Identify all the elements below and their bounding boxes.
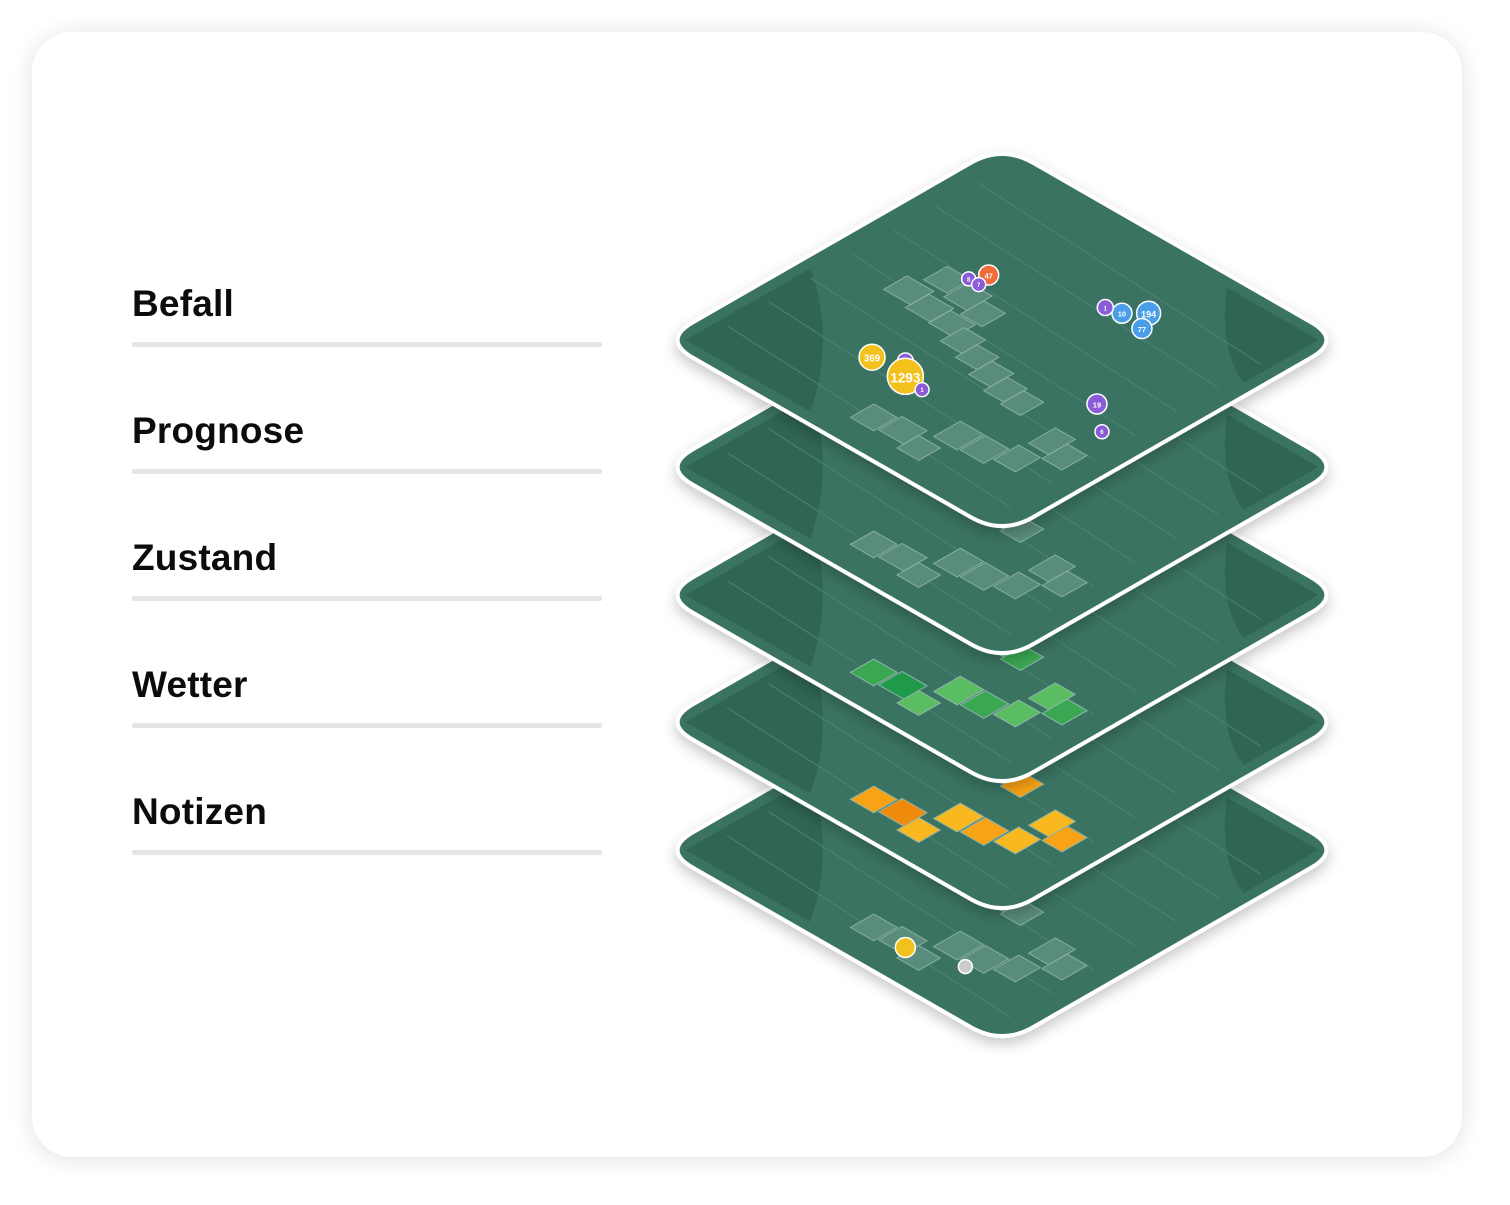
marker-dot [1111, 302, 1133, 324]
terrain-shade [685, 523, 823, 667]
marker-count: 1 [920, 388, 924, 394]
field-parcel[interactable] [849, 785, 899, 814]
road-line [810, 277, 1094, 460]
marker-count: 1 [1104, 306, 1108, 312]
marker-count: 19 [1093, 401, 1101, 410]
infestation-marker[interactable]: 1 [914, 381, 930, 398]
infestation-marker[interactable]: 7 [970, 276, 987, 293]
field-parcel[interactable] [959, 561, 1010, 591]
field-parcel[interactable] [849, 913, 899, 942]
terrain-shade [1224, 287, 1319, 383]
marker-dot [858, 343, 886, 371]
note-pin-icon[interactable] [957, 958, 974, 975]
terrain-shade [1224, 414, 1319, 510]
note-pin-icon[interactable] [894, 936, 917, 959]
field-parcel[interactable] [1040, 570, 1088, 598]
field-parcel[interactable] [932, 675, 985, 706]
field-parcel[interactable] [1040, 825, 1088, 853]
infestation-marker[interactable]: 77 [1131, 317, 1153, 340]
marker-dot [970, 276, 987, 293]
field-parcel[interactable] [992, 444, 1042, 473]
field-parcel[interactable] [1040, 953, 1088, 981]
infestation-marker[interactable]: 1293 [886, 357, 925, 396]
marker-dot [1086, 393, 1108, 415]
layer-label-wetter: Wetter [132, 664, 248, 705]
marker-count: 1293 [890, 371, 921, 386]
layer-item-prognose[interactable]: Prognose [132, 402, 602, 529]
marker-count: 6 [1100, 430, 1104, 436]
layer-item-zustand[interactable]: Zustand [132, 529, 602, 656]
marker-count: 194 [1141, 309, 1156, 319]
layer-label-notizen: Notizen [132, 791, 268, 832]
infestation-marker[interactable]: 6 [1094, 423, 1110, 440]
road-line [976, 181, 1261, 365]
marker-count: 77 [1138, 325, 1146, 334]
marker-count: 47 [985, 272, 993, 281]
terrain-shade [1224, 542, 1319, 638]
divider [132, 850, 602, 855]
field-parcel[interactable] [959, 816, 1010, 846]
infestation-marker[interactable]: 10 [1111, 302, 1133, 324]
terrain-shade [685, 650, 823, 794]
field-parcel[interactable] [896, 434, 942, 461]
field-parcel[interactable] [992, 571, 1042, 600]
marker-count: 7 [977, 283, 981, 289]
field-parcel[interactable] [999, 390, 1045, 417]
field-parcel[interactable] [849, 658, 899, 687]
marker-dot [886, 357, 925, 396]
marker-dot [914, 381, 930, 398]
marker-dot [1096, 298, 1115, 317]
layer-label-befall: Befall [132, 283, 234, 324]
field-parcel[interactable] [992, 954, 1042, 983]
field-parcel[interactable] [896, 689, 942, 716]
field-parcel[interactable] [1040, 443, 1088, 471]
terrain-shade [685, 268, 823, 412]
field-parcel[interactable] [849, 530, 899, 559]
field-parcel[interactable] [959, 689, 1010, 719]
layer-item-befall[interactable]: Befall [132, 275, 602, 402]
map-layer-befall: 194107714787192129336916 [675, 152, 1329, 528]
divider [132, 596, 602, 601]
field-parcel[interactable] [849, 403, 899, 432]
terrain-shade [685, 395, 823, 539]
field-parcel[interactable] [932, 420, 985, 451]
marker-count: 10 [1118, 310, 1126, 319]
field-parcel[interactable] [959, 434, 1010, 464]
field-parcel[interactable] [992, 699, 1042, 728]
infestation-marker[interactable]: 1 [1096, 298, 1115, 317]
layer-item-notizen[interactable]: Notizen [132, 783, 602, 910]
field-parcel[interactable] [959, 300, 1007, 328]
infestation-marker[interactable]: 369 [858, 343, 886, 371]
divider [132, 342, 602, 347]
field-parcel[interactable] [932, 802, 985, 833]
marker-dot [1131, 317, 1153, 340]
infestation-marker[interactable]: 19 [1086, 393, 1108, 415]
field-parcel[interactable] [932, 930, 985, 961]
terrain-shade [685, 778, 823, 922]
marker-count: 8 [967, 277, 971, 283]
layer-label-prognose: Prognose [132, 410, 305, 451]
terrain-shade [1224, 669, 1319, 765]
field-parcel[interactable] [992, 826, 1042, 855]
road-line [935, 205, 1219, 389]
field-parcel[interactable] [932, 547, 985, 578]
terrain-shade [1224, 797, 1319, 893]
marker-count: 369 [864, 354, 881, 365]
divider [132, 723, 602, 728]
field-parcel[interactable] [1040, 698, 1088, 726]
layer-list: Befall Prognose Zustand Wetter Notizen [132, 275, 602, 910]
road-line [893, 229, 1178, 413]
field-parcel[interactable] [896, 561, 942, 588]
field-parcel[interactable] [896, 816, 942, 843]
marker-dot [1094, 423, 1110, 440]
layer-item-wetter[interactable]: Wetter [132, 656, 602, 783]
divider [132, 469, 602, 474]
map-tile [675, 152, 1329, 528]
layer-label-zustand: Zustand [132, 537, 278, 578]
